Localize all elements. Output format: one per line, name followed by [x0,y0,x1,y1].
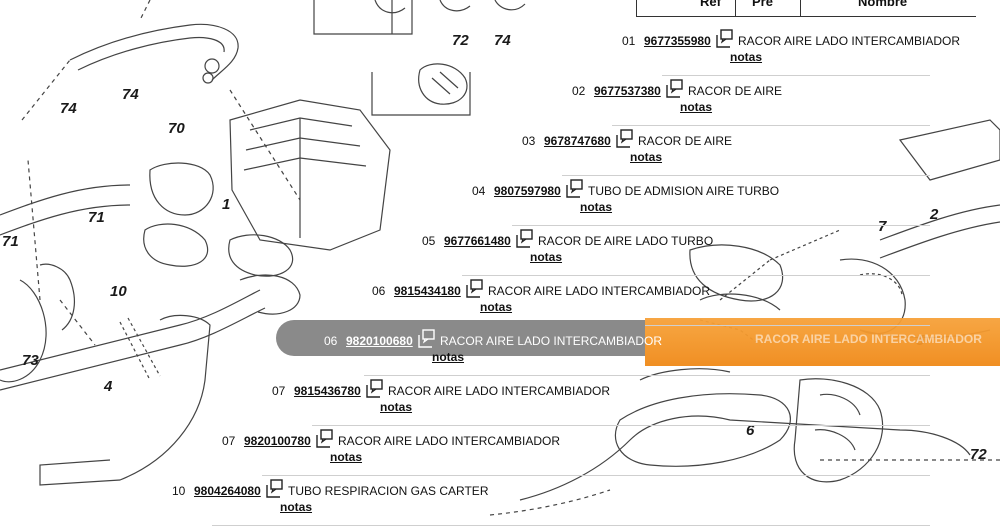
part-reference-link[interactable]: 9678747680 [544,134,611,148]
notes-link[interactable]: notas [680,100,713,114]
notes-link[interactable]: notas [580,200,613,214]
part-description: RACOR AIRE LADO INTERCAMBIADOR [488,284,711,298]
row-divider [512,225,930,226]
callout-label: 72 [970,446,987,463]
row-divider [662,75,930,76]
note-icon[interactable] [264,477,286,499]
highlighted-part-band[interactable]: RACOR AIRE LADO INTERCAMBIADOR [645,318,1000,366]
column-header-nombre: Nombre [858,0,908,9]
note-icon[interactable] [664,77,686,99]
part-reference-link[interactable]: 9677355980 [644,34,711,48]
part-reference-link[interactable]: 9804264080 [194,484,261,498]
row-number: 05 [422,234,436,248]
notes-link[interactable]: notas [530,250,563,264]
part-reference-link[interactable]: 9807597980 [494,184,561,198]
notes-link[interactable]: notas [730,50,763,64]
selected-row-band [276,320,645,356]
table-row[interactable]: 05 9677661480 RACOR DE AIRE LADO TURBO nota… [422,226,1000,276]
note-icon[interactable] [514,227,536,249]
row-divider [562,175,930,176]
header-divider [800,0,801,16]
part-description: RACOR AIRE LADO INTERCAMBIADOR [440,334,663,348]
part-description: RACOR DE AIRE LADO TURBO [538,234,714,248]
part-description: RACOR AIRE LADO INTERCAMBIADOR [388,384,611,398]
table-row[interactable]: 06 9815434180 RACOR AIRE LADO INTERCAMBIAD… [372,276,1000,326]
notes-link[interactable]: notas [432,350,465,364]
table-row[interactable]: 04 9807597980 TUBO DE ADMISION AIRE TURBO n… [472,176,1000,226]
notes-link[interactable]: notas [630,150,663,164]
callout-label: 4 [104,378,113,395]
row-number: 07 [272,384,286,398]
highlighted-part-label: RACOR AIRE LADO INTERCAMBIADOR [755,332,982,346]
notes-link[interactable]: notas [480,300,513,314]
part-description: RACOR AIRE LADO INTERCAMBIADOR [338,434,561,448]
header-divider [636,16,976,17]
part-reference-link[interactable]: 9677537380 [594,84,661,98]
column-header-ref: Ref [700,0,721,9]
row-number: 06 [372,284,386,298]
part-description: RACOR AIRE LADO INTERCAMBIADOR [738,34,961,48]
table-row[interactable]: 03 9678747680 RACOR DE AIRE notas [522,126,1000,176]
part-description: TUBO DE ADMISION AIRE TURBO [588,184,780,198]
row-divider [612,125,930,126]
note-icon[interactable] [564,177,586,199]
callout-label: 74 [122,86,139,103]
row-number: 02 [572,84,586,98]
callout-label: 6 [746,422,755,439]
table-row[interactable]: 06 9820100680 RACOR AIRE LADO INTERCAMBIAD… [276,320,1000,376]
callout-label: 2 [930,206,939,223]
row-number: 07 [222,434,236,448]
note-icon[interactable] [364,377,386,399]
part-reference-link[interactable]: 9820100780 [244,434,311,448]
callout-label: 1 [222,196,231,213]
row-number: 01 [622,34,636,48]
callout-label: 70 [168,120,185,137]
hose-drawing [69,23,239,81]
row-divider [364,375,930,376]
note-icon[interactable] [416,327,438,349]
note-icon[interactable] [464,277,486,299]
callout-label: 71 [88,209,105,226]
row-divider [412,325,930,326]
row-number: 06 [324,334,338,348]
note-icon[interactable] [614,127,636,149]
table-row[interactable]: 07 9820100780 RACOR AIRE LADO INTERCAMBIAD… [222,426,1000,476]
callout-label: 73 [22,352,39,369]
part-reference-link[interactable]: 9677661480 [444,234,511,248]
callout-label: 10 [110,283,127,300]
callout-label: 74 [60,100,77,117]
notes-link[interactable]: notas [380,400,413,414]
callout-label: 71 [2,233,19,250]
table-row[interactable]: 07 9815436780 RACOR AIRE LADO INTERCAMBIAD… [272,376,1000,426]
part-reference-link[interactable]: 9820100680 [346,334,413,348]
notes-link[interactable]: notas [330,450,363,464]
table-row[interactable]: 10 9804264080 TUBO RESPIRACION GAS CARTER n… [172,476,1000,526]
row-number: 03 [522,134,536,148]
column-header-pre: Pre [752,0,773,9]
row-number: 04 [472,184,486,198]
callout-label: 72 [452,32,469,49]
part-description: RACOR DE AIRE [688,84,783,98]
row-divider [312,425,930,426]
note-icon[interactable] [314,427,336,449]
row-divider [262,475,930,476]
header-divider [636,0,637,16]
callout-label: 74 [494,32,511,49]
notes-link[interactable]: notas [280,500,313,514]
part-reference-link[interactable]: 9815434180 [394,284,461,298]
part-description: RACOR DE AIRE [638,134,733,148]
table-row[interactable]: 02 9677537380 RACOR DE AIRE notas [572,76,1000,126]
callout-label: 7 [878,218,887,235]
note-icon[interactable] [714,27,736,49]
part-description: TUBO RESPIRACION GAS CARTER [288,484,489,498]
header-divider [735,0,736,16]
row-divider [462,275,930,276]
row-number: 10 [172,484,186,498]
table-row[interactable]: 01 9677355980 RACOR AIRE LADO INTERCAMBIAD… [622,26,1000,76]
part-reference-link[interactable]: 9815436780 [294,384,361,398]
